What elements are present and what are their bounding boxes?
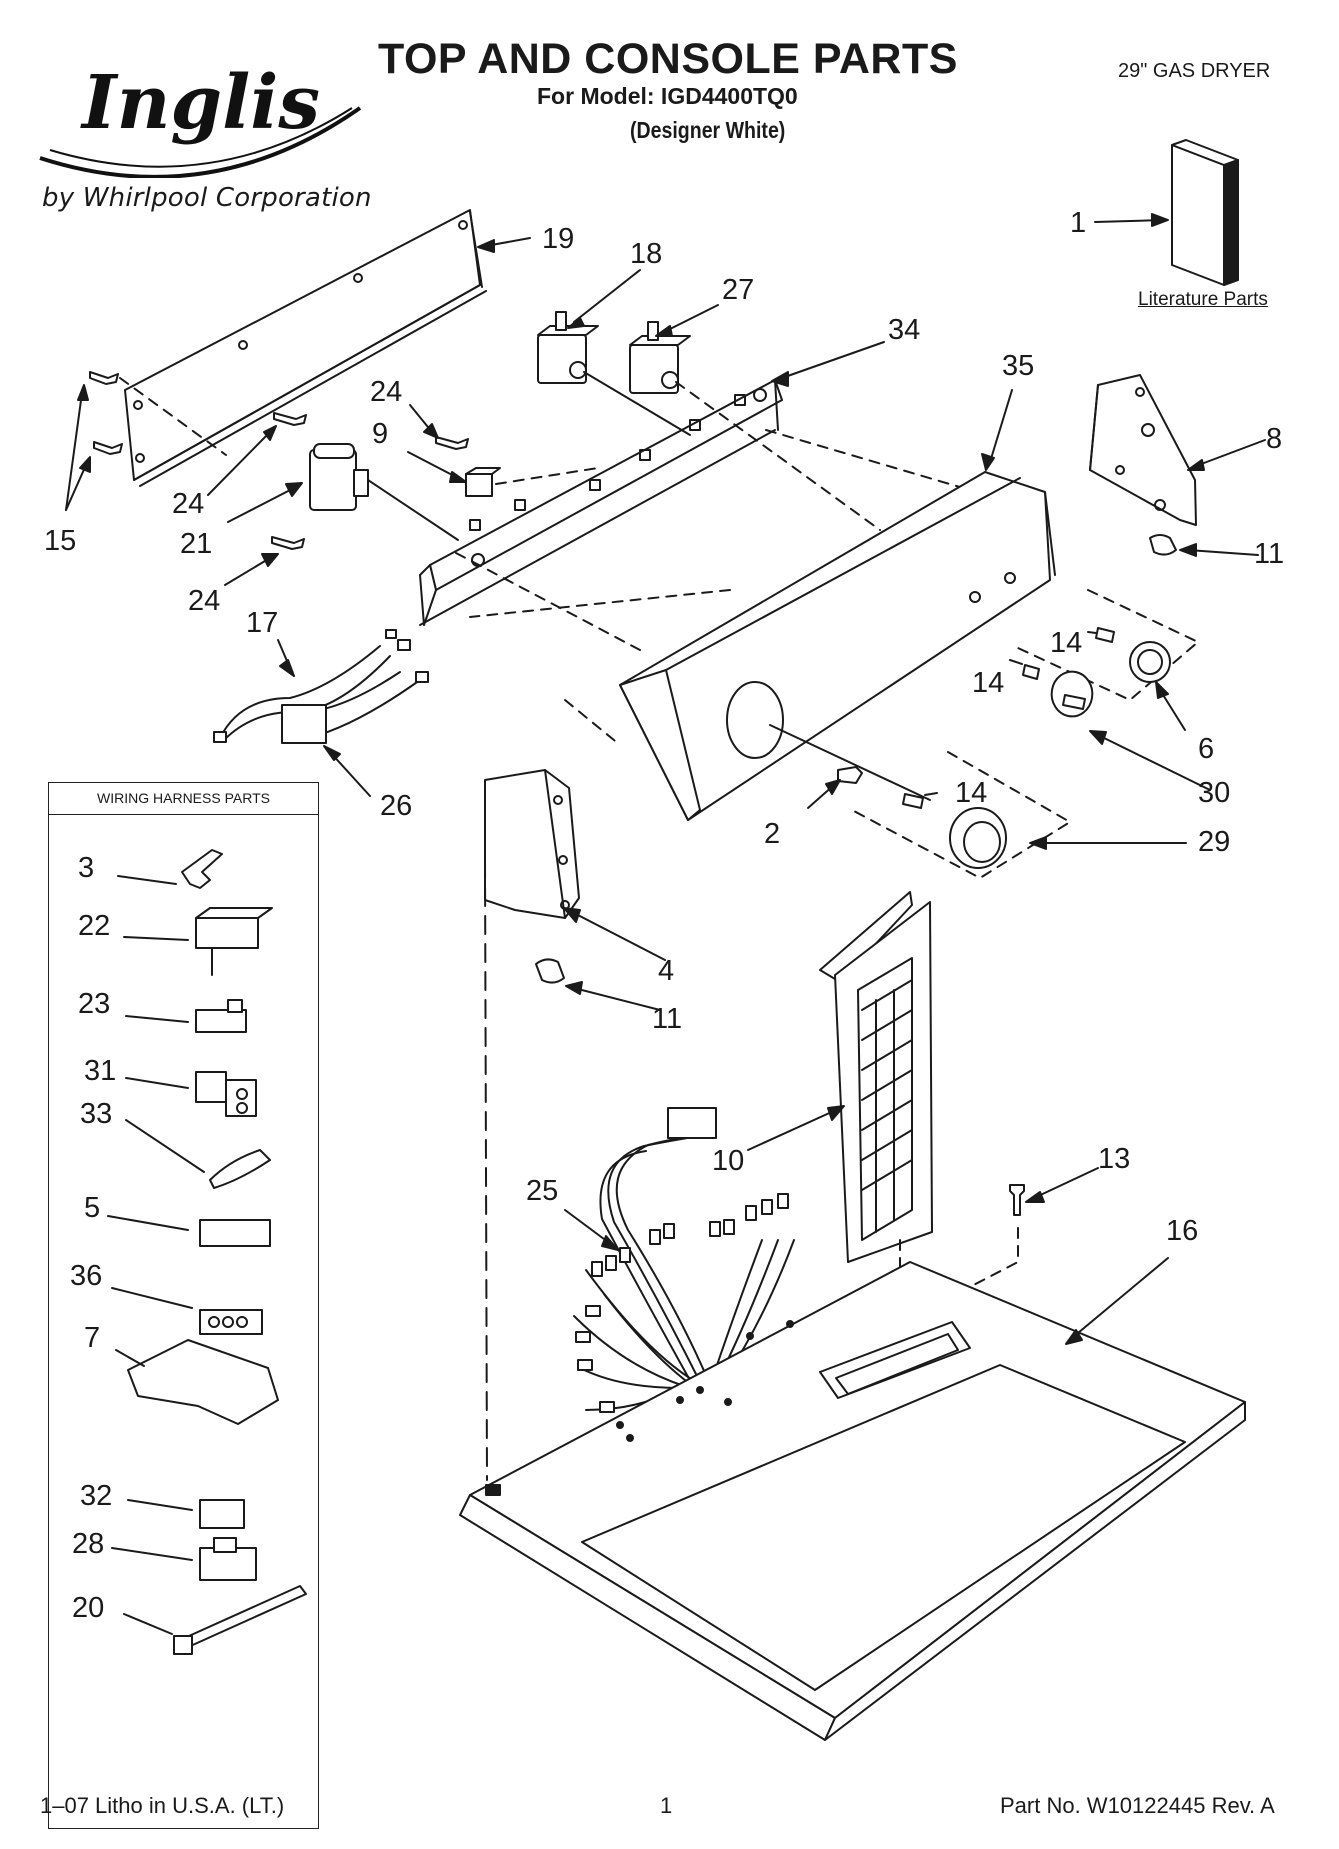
- knob-part: [902, 793, 1007, 869]
- side-bracket-part: [1089, 374, 1197, 526]
- console-panel-part: [619, 471, 1056, 821]
- callout-13: 13: [1098, 1143, 1131, 1175]
- callout-11-lower: 11: [652, 1003, 683, 1035]
- footer-page-number: 1: [660, 1793, 673, 1818]
- callout-22: 22: [78, 910, 111, 942]
- callout-16: 16: [1166, 1215, 1199, 1247]
- screw-part: [271, 412, 469, 550]
- callout-2: 2: [764, 818, 781, 850]
- literature-book-icon: [1171, 139, 1239, 286]
- callout-5: 5: [84, 1192, 101, 1224]
- callout-14-upper: 14: [1050, 627, 1083, 659]
- page-title: TOP AND CONSOLE PARTS: [378, 35, 958, 83]
- harness-part: [213, 629, 429, 744]
- mini-connector-icons: [127, 849, 307, 1655]
- callout-3: 3: [78, 852, 95, 884]
- callout-10: 10: [712, 1145, 745, 1177]
- footer-litho: 1–07 Litho in U.S.A. (LT.): [40, 1793, 285, 1818]
- switch-part: [537, 311, 691, 394]
- callout-28: 28: [72, 1528, 105, 1560]
- callout-7: 7: [84, 1322, 101, 1354]
- callout-18: 18: [630, 238, 663, 270]
- top-panel-part: [459, 1261, 1246, 1741]
- callout-11-upper: 11: [1254, 538, 1285, 570]
- console-bracket-part: [419, 379, 783, 626]
- byline: by Whirlpool Corporation: [42, 183, 372, 213]
- callout-24-mid: 24: [172, 488, 205, 520]
- callout-17: 17: [246, 607, 279, 639]
- callout-15: 15: [44, 525, 77, 557]
- callout-33: 33: [80, 1098, 113, 1130]
- footer-part-number: Part No. W10122445 Rev. A: [1000, 1793, 1275, 1818]
- callout-19: 19: [542, 223, 575, 255]
- callout-6: 6: [1198, 733, 1215, 765]
- knob-part: [1022, 627, 1171, 718]
- callout-29: 29: [1198, 826, 1231, 858]
- callout-14-mid: 14: [972, 667, 1005, 699]
- callout-1: 1: [1070, 207, 1087, 239]
- callout-30: 30: [1198, 777, 1231, 809]
- callout-35: 35: [1002, 350, 1035, 382]
- callout-20: 20: [72, 1592, 105, 1624]
- callout-21: 21: [180, 528, 213, 560]
- callout-34: 34: [888, 314, 921, 346]
- inglis-logo: Inglis: [39, 60, 362, 178]
- callout-8: 8: [1266, 423, 1283, 455]
- end-cap-part: [484, 769, 580, 919]
- variant-line: (Designer White): [630, 117, 786, 143]
- wiring-harness-title: WIRING HARNESS PARTS: [48, 782, 319, 815]
- logo-wordmark: Inglis: [80, 60, 320, 146]
- rear-panel-part: [124, 209, 487, 487]
- callout-26: 26: [380, 790, 413, 822]
- screw-part: [89, 371, 123, 455]
- model-line: For Model: IGD4400TQ0: [537, 83, 798, 109]
- lint-screen-part: [819, 891, 933, 1263]
- callout-24-low: 24: [188, 585, 221, 617]
- callout-27: 27: [722, 274, 755, 306]
- callout-36: 36: [70, 1260, 103, 1292]
- callout-31: 31: [84, 1055, 117, 1087]
- callout-32: 32: [80, 1480, 113, 1512]
- callout-24-top: 24: [370, 376, 403, 408]
- callout-14-low: 14: [955, 777, 988, 809]
- callout-9: 9: [372, 418, 389, 450]
- timer-part: [309, 443, 459, 541]
- product-type: 29" GAS DRYER: [1118, 60, 1271, 82]
- literature-parts-label: Literature Parts: [1138, 289, 1268, 310]
- callout-25: 25: [526, 1175, 559, 1207]
- callout-23: 23: [78, 988, 111, 1020]
- callout-4: 4: [658, 955, 675, 987]
- wiring-harness-box: [48, 782, 319, 1829]
